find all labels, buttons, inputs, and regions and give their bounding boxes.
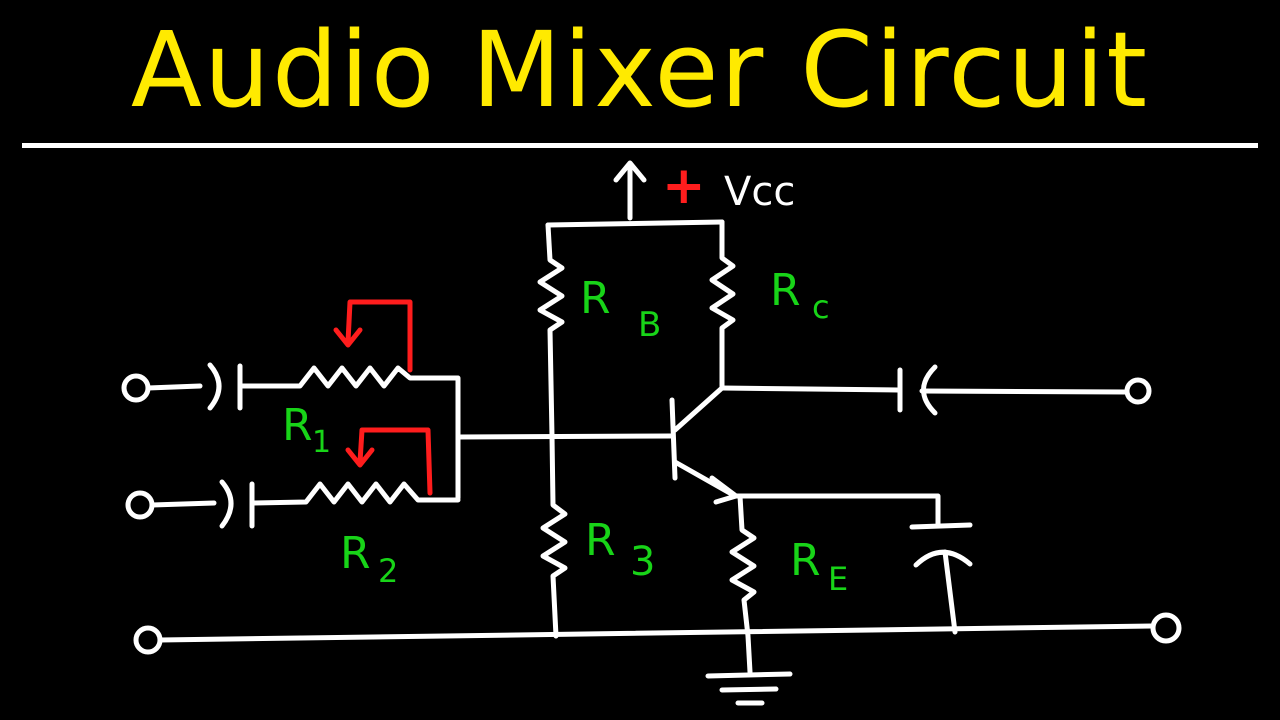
top-rail-wire bbox=[545, 219, 725, 228]
resistor-re bbox=[729, 493, 757, 639]
r2-label-main: R bbox=[340, 528, 371, 579]
rb-label-sub: B bbox=[638, 305, 661, 345]
ground-output-terminal bbox=[1150, 612, 1182, 644]
collector-wire bbox=[719, 385, 901, 393]
input-1-capacitor bbox=[207, 362, 243, 411]
output-terminal bbox=[1124, 377, 1152, 405]
rc-label-sub: c bbox=[812, 288, 830, 326]
input-1-wire bbox=[145, 383, 203, 391]
resistor-r2 bbox=[249, 481, 461, 506]
r3-label-main: R bbox=[585, 515, 616, 566]
vcc-arrow bbox=[613, 160, 647, 221]
ground-input-terminal bbox=[133, 625, 163, 655]
input-2-terminal bbox=[125, 490, 155, 520]
ground-rail-wire bbox=[157, 623, 1155, 643]
input-1-terminal bbox=[121, 373, 151, 403]
r1-wiper-arrow bbox=[333, 299, 413, 373]
r1-label-sub: 1 bbox=[312, 425, 331, 460]
bypass-capacitor bbox=[909, 522, 973, 635]
input-2-wire bbox=[149, 500, 217, 508]
page-title: Audio Mixer Circuit bbox=[130, 9, 1150, 131]
r2-label-sub: 2 bbox=[378, 552, 398, 590]
vcc-plus-sign: + bbox=[662, 156, 706, 216]
resistor-rb bbox=[537, 222, 565, 439]
ground-icon bbox=[705, 633, 793, 706]
r2-wiper-arrow bbox=[345, 427, 433, 496]
title-underline bbox=[22, 143, 1258, 148]
rb-label-main: R bbox=[580, 273, 611, 324]
resistor-r3 bbox=[540, 433, 568, 639]
re-label-main: R bbox=[790, 535, 821, 586]
vcc-label: Vcc bbox=[724, 169, 795, 215]
r1-label-main: R bbox=[282, 400, 313, 451]
transistor bbox=[669, 385, 739, 505]
output-wire bbox=[919, 388, 1129, 395]
emitter-wire bbox=[733, 493, 941, 528]
rc-label-main: R bbox=[770, 265, 801, 316]
input-2-capacitor bbox=[219, 479, 255, 529]
resistor-rc bbox=[709, 219, 736, 391]
re-label-sub: E bbox=[828, 560, 848, 598]
r3-label-sub: 3 bbox=[630, 539, 655, 585]
resistor-r1 bbox=[237, 365, 461, 501]
base-wire bbox=[455, 433, 675, 440]
